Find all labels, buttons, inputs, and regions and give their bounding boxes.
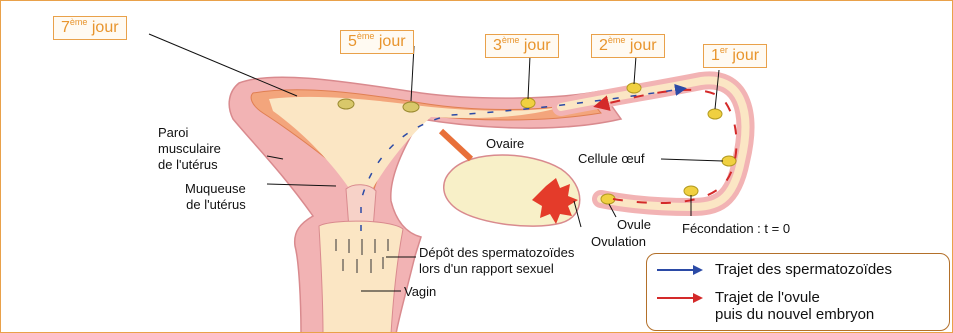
legend-row-ovule: Trajet de l'ovule puis du nouvel embryon — [655, 289, 874, 323]
blue-arrow-icon — [655, 263, 705, 277]
vaginal-canal — [319, 221, 403, 333]
paroi-label: Paroi musculaire de l'utérus — [158, 125, 221, 173]
legend-ovule-text: Trajet de l'ovule puis du nouvel embryon — [715, 289, 874, 323]
ovule-label: Ovule — [617, 217, 651, 233]
day5-label: 5ème jour — [340, 30, 414, 54]
day1-label: 1er jour — [703, 44, 767, 68]
day3-label: 3ème jour — [485, 34, 559, 58]
red-arrow-icon — [655, 291, 705, 305]
ovaire-label: Ovaire — [486, 136, 524, 152]
muqueuse-label: Muqueuse de l'utérus — [185, 181, 246, 213]
depot-label: Dépôt des spermatozoïdes lors d'un rappo… — [419, 245, 574, 277]
day2-label: 2ème jour — [591, 34, 665, 58]
legend: Trajet des spermatozoïdes Trajet de l'ov… — [646, 253, 950, 331]
ovulation-label: Ovulation — [591, 234, 646, 250]
fecondation-label: Fécondation : t = 0 — [682, 221, 790, 237]
legend-row-sperm: Trajet des spermatozoïdes — [655, 261, 892, 278]
vagin-label: Vagin — [404, 284, 436, 300]
ovule-path-arrows — [601, 90, 737, 203]
legend-sperm-text: Trajet des spermatozoïdes — [715, 261, 892, 278]
day7-label: 7ème jour — [53, 16, 127, 40]
cellule-oeuf-label: Cellule œuf — [578, 151, 644, 167]
